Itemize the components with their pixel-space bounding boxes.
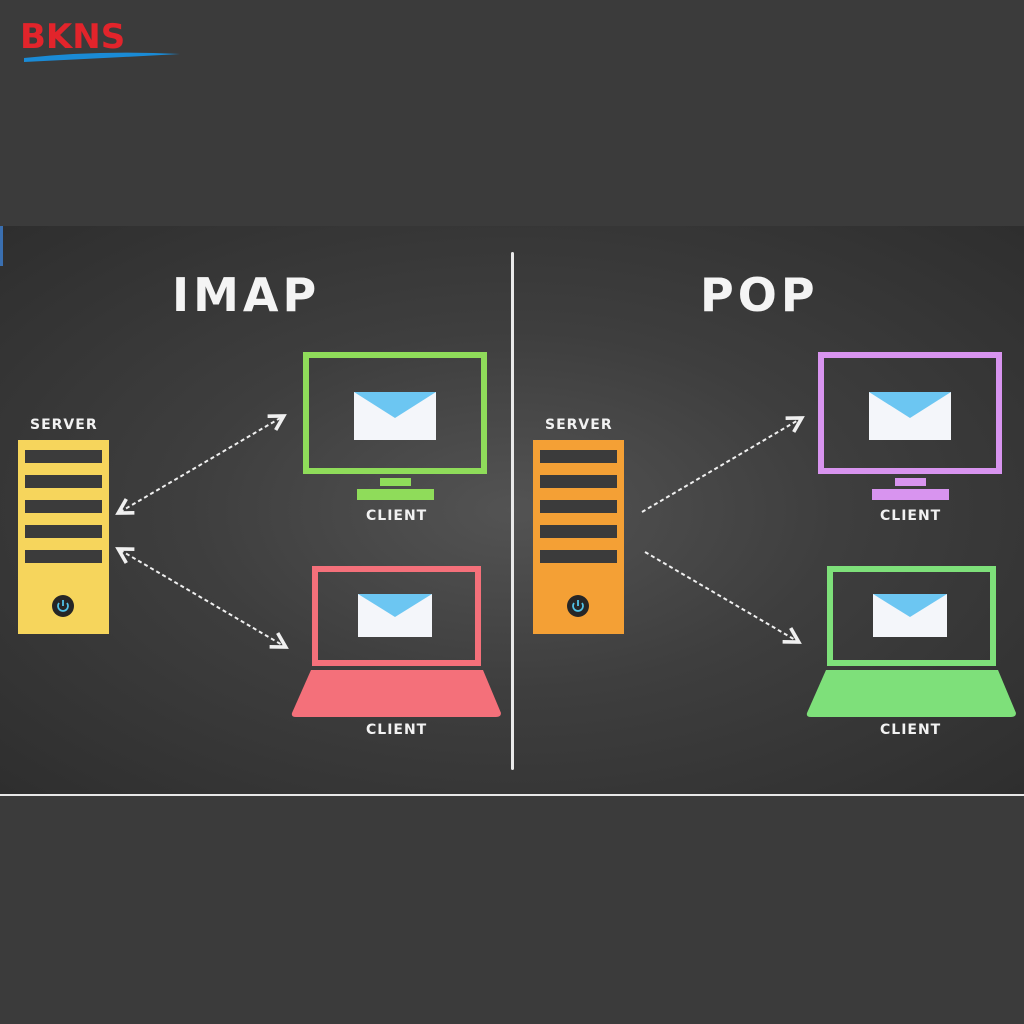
envelope-icon	[873, 594, 947, 637]
pop-client-label-laptop: CLIENT	[880, 722, 942, 738]
envelope-icon	[358, 594, 432, 637]
imap-client-label-laptop: CLIENT	[366, 722, 428, 738]
pop-desktop-client	[818, 352, 1002, 500]
pop-laptop-client	[806, 566, 1016, 717]
pop-arrow-bottom	[644, 551, 802, 644]
pop-server-label: SERVER	[545, 417, 613, 433]
section-divider	[511, 252, 514, 770]
imap-laptop-client	[291, 566, 501, 717]
power-icon	[52, 595, 74, 617]
diagram-art	[18, 352, 1016, 717]
bkns-logo-mark: BKNS	[20, 17, 180, 62]
pop-server	[533, 440, 624, 634]
diagram-panel: IMAP POP SERVER SERVER CLIENT CLIENT CLI…	[0, 226, 1024, 796]
envelope-icon	[869, 392, 951, 440]
imap-client-label-desktop: CLIENT	[366, 508, 428, 524]
imap-arrow-top	[115, 414, 287, 515]
pop-arrow-top	[641, 416, 805, 513]
imap-server	[18, 440, 109, 634]
imap-arrow-bottom	[115, 547, 289, 649]
logo-text: BKNS	[20, 17, 125, 57]
pop-client-label-desktop: CLIENT	[880, 508, 942, 524]
imap-server-label: SERVER	[30, 417, 98, 433]
imap-title: IMAP	[172, 268, 321, 322]
power-icon	[567, 595, 589, 617]
imap-desktop-client	[303, 352, 487, 500]
envelope-icon	[354, 392, 436, 440]
pop-title: POP	[700, 268, 819, 322]
bkns-logo: BKNS	[18, 14, 184, 66]
